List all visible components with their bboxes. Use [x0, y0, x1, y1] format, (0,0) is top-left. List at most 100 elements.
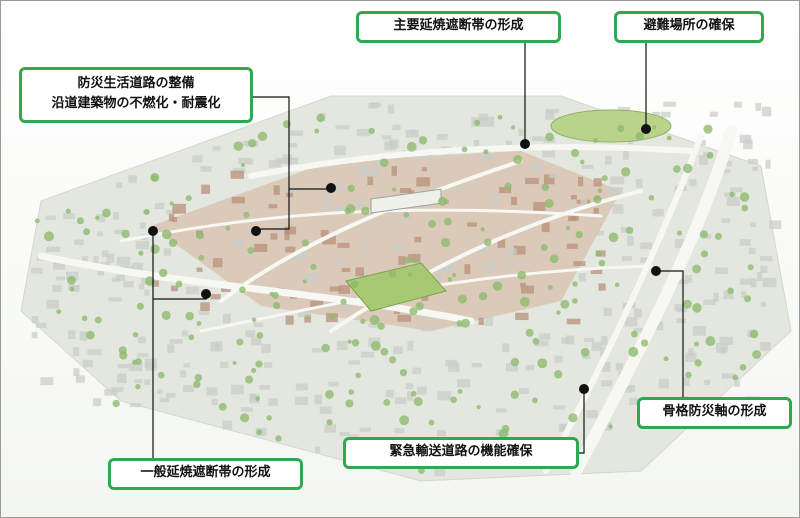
tree [251, 367, 257, 374]
tree [69, 286, 75, 292]
tree [579, 159, 585, 165]
tree [369, 315, 380, 326]
tree [614, 282, 620, 288]
tree [305, 315, 310, 320]
tree [161, 229, 172, 240]
building [138, 336, 146, 344]
tree [255, 360, 263, 368]
building [392, 124, 401, 131]
building [610, 176, 625, 185]
tree [121, 229, 130, 238]
building [750, 278, 757, 288]
building [116, 182, 123, 189]
building [212, 146, 221, 151]
tree [169, 201, 174, 206]
tree [56, 309, 62, 315]
tree [248, 138, 257, 148]
tree [648, 194, 655, 201]
tree [673, 165, 681, 173]
building [515, 312, 529, 321]
building [414, 236, 422, 243]
building [322, 235, 336, 245]
tree [340, 298, 347, 305]
tree [379, 158, 389, 167]
building [421, 326, 430, 332]
emergency-road [543, 133, 704, 474]
tree [282, 120, 291, 129]
building [93, 255, 99, 264]
tree [492, 281, 503, 291]
building [502, 343, 510, 353]
building [259, 384, 270, 390]
building [63, 212, 75, 219]
tree [94, 316, 102, 324]
building [584, 337, 595, 343]
building [739, 278, 753, 285]
tree [739, 192, 750, 202]
tree [370, 341, 381, 351]
tree [483, 238, 492, 247]
tree [663, 356, 669, 362]
building [436, 430, 447, 437]
building [409, 129, 416, 135]
building [311, 348, 325, 353]
tree [377, 322, 385, 330]
building [165, 392, 176, 398]
building [168, 213, 175, 222]
building [620, 227, 630, 233]
building [138, 283, 145, 290]
building [760, 255, 773, 262]
tree [225, 225, 231, 231]
building [323, 199, 332, 210]
building [624, 317, 638, 327]
building [180, 370, 186, 378]
tree [621, 167, 631, 177]
tree [510, 357, 520, 367]
building [104, 389, 118, 396]
callout-disaster-life-road: 防災生活道路の整備 沿道建築物の不燃化・耐震化 [19, 67, 253, 123]
tree [232, 360, 237, 366]
tree [595, 250, 602, 257]
tree [388, 356, 397, 364]
building [578, 273, 586, 282]
tree [256, 429, 263, 436]
tree [188, 334, 195, 341]
tree [727, 287, 734, 295]
building [332, 259, 346, 264]
tree [275, 435, 282, 442]
building [682, 377, 690, 387]
building [543, 174, 555, 185]
building [211, 398, 218, 406]
tree [741, 204, 749, 212]
tree [705, 336, 716, 347]
building [46, 299, 60, 309]
tree [443, 199, 449, 205]
building [498, 187, 512, 194]
building [520, 285, 535, 294]
building [337, 242, 350, 248]
tree [497, 114, 503, 120]
building [341, 304, 353, 311]
building [539, 333, 551, 340]
tree [706, 152, 714, 159]
tree [480, 227, 485, 232]
tree [273, 301, 281, 310]
building [106, 253, 115, 263]
building [676, 318, 686, 324]
building [755, 102, 762, 111]
tree [44, 231, 54, 242]
tree [218, 402, 227, 411]
building [688, 347, 694, 356]
building [55, 276, 65, 281]
building [185, 286, 200, 295]
building [436, 133, 448, 140]
building [621, 255, 632, 262]
building [511, 196, 518, 206]
life-road-3 [119, 208, 603, 243]
building [381, 135, 392, 140]
tree [196, 231, 204, 240]
tree [560, 299, 570, 309]
building [596, 230, 604, 236]
building [297, 310, 311, 318]
tree [326, 419, 333, 426]
